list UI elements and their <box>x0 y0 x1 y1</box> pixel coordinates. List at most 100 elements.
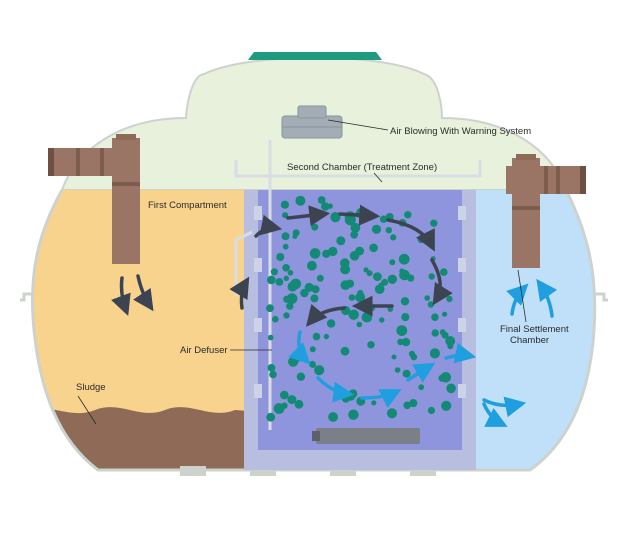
air-bubble <box>336 236 346 246</box>
air-bubble <box>309 248 321 259</box>
air-bubble <box>330 212 341 223</box>
air-bubble <box>275 278 284 286</box>
air-bubble <box>379 215 388 223</box>
air-bubble <box>440 268 448 276</box>
air-bubble <box>385 227 392 234</box>
air-bubble <box>356 294 365 303</box>
air-bubble <box>269 370 277 379</box>
air-bubble <box>316 274 324 282</box>
air-bubble <box>283 295 291 303</box>
air-bubble <box>390 234 397 241</box>
air-bubble <box>309 360 316 368</box>
air-bubble <box>290 278 302 290</box>
air-bubble <box>310 294 319 303</box>
flow-arrows-blue <box>288 278 558 427</box>
second-chamber-label: Second Chamber (Treatment Zone) <box>287 162 437 173</box>
air-blowing-label: Air Blowing With Warning System <box>390 126 531 137</box>
air-bubble <box>371 224 382 234</box>
air-bubble <box>340 280 351 290</box>
air-bubble <box>308 284 314 290</box>
air-bubble <box>307 263 316 271</box>
air-bubble <box>281 402 288 409</box>
air-bubble <box>441 400 452 411</box>
air-bubble <box>282 243 289 250</box>
air-bubble <box>371 400 377 406</box>
air-bubble <box>366 270 373 277</box>
air-bubble <box>266 304 274 313</box>
air-bubble <box>312 332 321 341</box>
air-bubble <box>281 232 290 241</box>
air-bubble <box>431 329 439 337</box>
air-bubble <box>282 212 289 219</box>
air-bubble <box>322 249 331 258</box>
final-settlement-label-line2: Chamber <box>510 335 549 346</box>
air-bubble <box>266 412 276 422</box>
access-lid-icon <box>248 52 382 60</box>
air-bubble <box>270 268 278 276</box>
air-bubble <box>389 259 396 266</box>
inlet-pipe <box>48 134 140 264</box>
air-bubble <box>400 297 410 306</box>
air-bubble <box>287 270 294 276</box>
air-bubble <box>295 195 306 206</box>
air-bubble <box>402 369 411 378</box>
air-bubble <box>373 272 382 281</box>
first-compartment-label: First Compartment <box>148 200 227 211</box>
air-bubble <box>351 389 357 396</box>
air-bubble <box>399 268 405 274</box>
air-bubble <box>409 399 418 408</box>
air-bubble <box>283 312 290 319</box>
leader-lines <box>77 119 527 425</box>
air-bubble <box>439 329 446 336</box>
air-bubble <box>280 390 289 400</box>
air-bubble <box>379 317 385 323</box>
air-bubble <box>276 253 285 261</box>
air-bubble <box>367 341 375 349</box>
air-bubble <box>296 372 306 381</box>
air-bubble <box>348 309 359 320</box>
air-bubble <box>427 406 435 415</box>
air-bubble <box>282 264 290 272</box>
air-blower-icon <box>281 105 343 139</box>
air-bubble <box>340 346 350 356</box>
air-bubble <box>429 348 440 359</box>
air-bubble <box>445 336 456 346</box>
air-bubble <box>397 338 404 346</box>
air-bubble <box>323 333 330 340</box>
air-bubble <box>283 275 289 281</box>
air-bubble <box>391 354 397 360</box>
air-bubble <box>430 219 438 227</box>
left-flange <box>20 292 34 302</box>
air-bubble <box>314 365 325 376</box>
air-bubble <box>327 203 333 209</box>
air-bubble <box>387 274 397 284</box>
air-bubble <box>381 278 389 286</box>
air-bubble <box>428 273 435 280</box>
air-bubble <box>311 285 320 294</box>
air-bubble <box>350 230 359 239</box>
air-bubble <box>348 294 356 301</box>
air-bubble <box>427 301 435 308</box>
air-bubble <box>267 364 276 372</box>
air-diffuser-bar-icon <box>312 428 420 444</box>
final-settlement-label-line1: Final Settlement <box>500 324 569 335</box>
tank-feet <box>180 466 436 476</box>
air-bubble <box>446 295 453 303</box>
air-bubble <box>363 267 369 273</box>
air-bubble <box>309 346 316 353</box>
flow-arrows-dark <box>111 204 453 327</box>
air-bubble <box>350 222 361 233</box>
air-bubble <box>311 223 319 231</box>
air-bubble <box>446 383 456 394</box>
air-bubble <box>280 200 289 209</box>
air-bubble <box>442 311 448 317</box>
air-bubble <box>348 409 359 420</box>
air-bubble <box>340 264 351 275</box>
air-bubble <box>267 275 276 285</box>
air-bubble <box>292 229 300 237</box>
air-bubble <box>398 253 410 265</box>
air-bubble <box>317 196 326 204</box>
air-bubble <box>287 395 297 405</box>
outlet-pipe <box>506 154 586 268</box>
air-bubble <box>404 211 412 219</box>
